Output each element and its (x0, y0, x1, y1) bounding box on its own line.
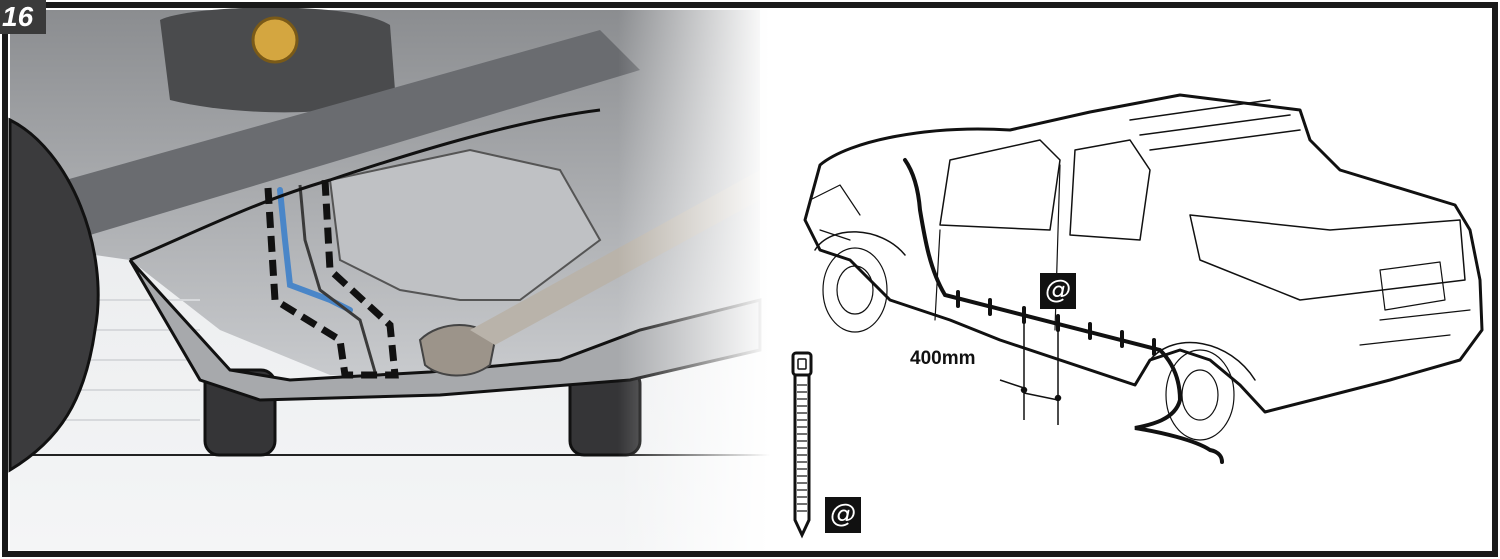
dimension-indicator (999, 322, 1062, 425)
step-number-badge: 16 (0, 0, 46, 34)
pickup-truck-drawing (803, 93, 1484, 441)
cable-route (903, 158, 1224, 464)
cable-tie-tag-on-vehicle: @ (1040, 273, 1076, 309)
cable-tie-icon (791, 351, 813, 539)
dimension-label: 400mm (910, 348, 976, 369)
cable-tie-tag-legend: @ (825, 497, 861, 533)
underbody-photo (8, 7, 770, 550)
